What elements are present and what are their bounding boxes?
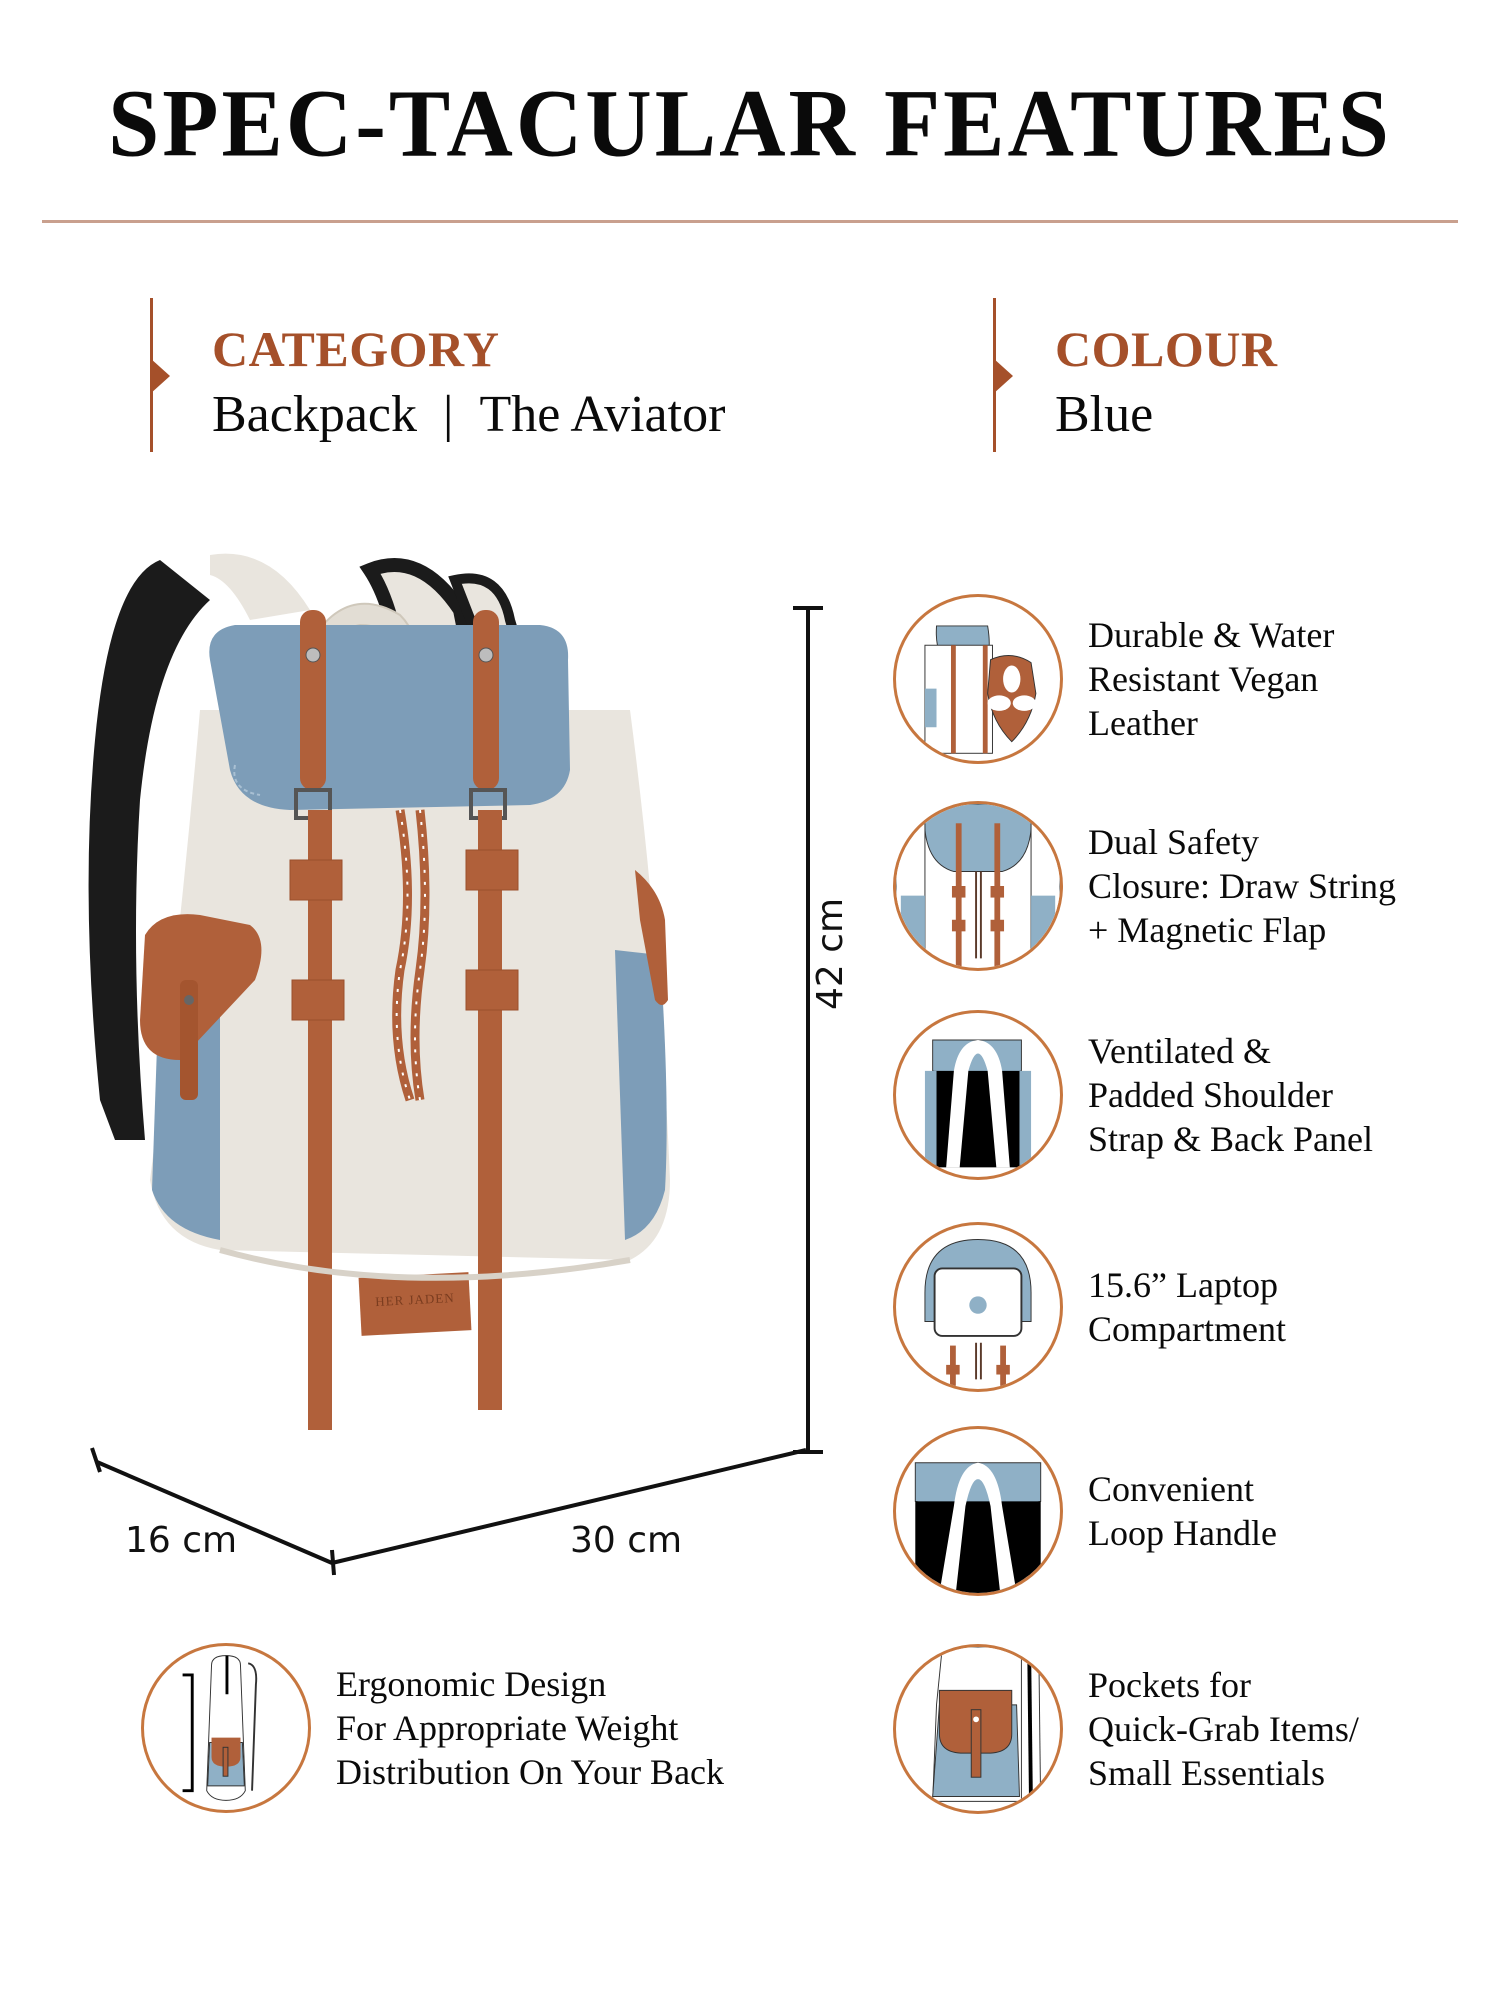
- backpack-illustration: [88, 553, 670, 1430]
- feature-text: Ergonomic Design For Appropriate Weight …: [336, 1664, 725, 1792]
- spec-value: Backpack | The Aviator: [212, 385, 725, 444]
- product-name: The Aviator: [479, 386, 726, 443]
- spec-category: CATEGORY Backpack | The Aviator: [150, 298, 850, 458]
- feature-item: Dual Safety Closure: Draw String + Magne…: [893, 801, 1396, 971]
- product-image: HER JADEN: [70, 540, 810, 1460]
- height-dimension: 42 cm: [810, 897, 851, 1010]
- title-divider: [42, 220, 1458, 223]
- feature-item: Pockets for Quick-Grab Items/ Small Esse…: [893, 1644, 1359, 1814]
- depth-dimension: 16 cm: [125, 1520, 238, 1561]
- loop-handle-icon: [893, 1426, 1063, 1596]
- category-type: Backpack: [212, 386, 418, 443]
- dual-closure-icon: [893, 801, 1063, 971]
- side-pocket-icon: [893, 1644, 1063, 1814]
- feature-item: 15.6” Laptop Compartment: [893, 1222, 1286, 1392]
- feature-text: Ventilated & Padded Shoulder Strap & Bac…: [1088, 1031, 1373, 1159]
- pointer-triangle-icon: [150, 358, 170, 394]
- page-title: SPEC-TACULAR FEATURES: [108, 69, 1392, 177]
- feature-text: Durable & Water Resistant Vegan Leather: [1088, 615, 1335, 743]
- laptop-compartment-icon: [893, 1222, 1063, 1392]
- vegan-leather-icon: [893, 594, 1063, 764]
- feature-item: Durable & Water Resistant Vegan Leather: [893, 594, 1334, 764]
- feature-text: Convenient Loop Handle: [1088, 1469, 1277, 1553]
- spec-value: Blue: [1055, 386, 1154, 443]
- padded-strap-icon: [893, 1010, 1063, 1180]
- feature-text: Dual Safety Closure: Draw String + Magne…: [1088, 822, 1396, 950]
- spec-label: CATEGORY: [212, 321, 500, 377]
- pointer-triangle-icon: [993, 358, 1013, 394]
- separator: |: [443, 386, 454, 443]
- ergonomic-design-icon: [141, 1643, 311, 1813]
- feature-text: Pockets for Quick-Grab Items/ Small Esse…: [1088, 1665, 1359, 1793]
- width-dimension: 30 cm: [570, 1520, 683, 1561]
- feature-text: 15.6” Laptop Compartment: [1088, 1265, 1286, 1349]
- spec-label: COLOUR: [1055, 321, 1278, 377]
- spec-colour: COLOUR Blue: [993, 298, 1393, 458]
- feature-item: Ergonomic Design For Appropriate Weight …: [141, 1643, 724, 1813]
- feature-item: Ventilated & Padded Shoulder Strap & Bac…: [893, 1010, 1373, 1180]
- feature-item: Convenient Loop Handle: [893, 1426, 1277, 1596]
